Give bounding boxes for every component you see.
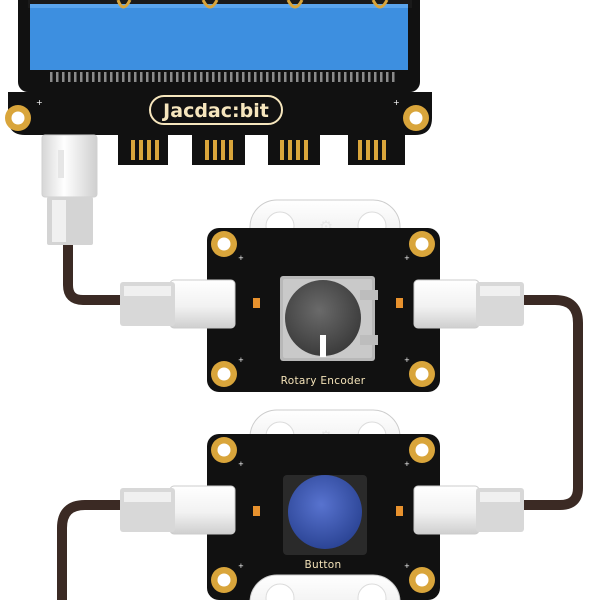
contact-pin	[248, 72, 251, 82]
module-label-rotary-encoder: Rotary Encoder	[281, 375, 366, 387]
contact-pin	[284, 72, 287, 82]
contact-pin	[332, 72, 335, 82]
svg-text:+: +	[393, 98, 400, 107]
status-led	[396, 506, 403, 516]
svg-text:+: +	[404, 254, 410, 262]
contact-pin	[338, 72, 341, 82]
contact-pin	[104, 72, 107, 82]
contact-pin	[236, 72, 239, 82]
contact-pin	[350, 72, 353, 82]
pad-group	[354, 138, 390, 160]
pad-group	[127, 138, 159, 160]
contact-pin	[308, 72, 311, 82]
contact-pin	[74, 72, 77, 82]
contact-pin	[254, 72, 257, 82]
contact-pin	[134, 72, 137, 82]
status-led	[253, 298, 260, 308]
contact-pin	[164, 72, 167, 82]
contact-pin	[380, 72, 383, 82]
cable-button-out	[57, 500, 135, 600]
contact-pin	[182, 72, 185, 82]
brand-badge	[149, 95, 283, 125]
contact-pin	[80, 72, 83, 82]
contact-pin	[98, 72, 101, 82]
button-module: ⚙ + + + + Button	[120, 409, 524, 600]
cable-encoder-to-button	[510, 295, 583, 510]
svg-text:+: +	[238, 254, 244, 262]
contact-pin	[302, 72, 305, 82]
svg-text:+: +	[238, 460, 244, 468]
display-panel	[30, 4, 408, 70]
contact-pin	[116, 72, 119, 82]
contact-pin	[356, 72, 359, 82]
pad-group	[201, 138, 237, 160]
contact-pin	[206, 72, 209, 82]
contact-pin	[188, 72, 191, 82]
status-led	[253, 506, 260, 516]
contact-pin	[326, 72, 329, 82]
contact-pin	[86, 72, 89, 82]
contact-pin	[212, 72, 215, 82]
contact-pin	[122, 72, 125, 82]
contact-pin	[146, 72, 149, 82]
contact-pin	[158, 72, 161, 82]
contact-pin	[128, 72, 131, 82]
contact-pin	[92, 72, 95, 82]
contact-pin	[176, 72, 179, 82]
contact-pin	[110, 72, 113, 82]
encoder-knob[interactable]	[285, 280, 361, 356]
left-connector	[120, 485, 236, 535]
module-label-button: Button	[305, 559, 342, 571]
svg-text:+: +	[404, 460, 410, 468]
contact-pin	[296, 72, 299, 82]
contact-pin	[278, 72, 281, 82]
cable-bit-to-encoder	[63, 235, 140, 305]
contact-pin	[218, 72, 221, 82]
pad-group	[276, 138, 312, 160]
svg-text:+: +	[404, 562, 410, 570]
contact-pins	[50, 72, 395, 82]
contact-pin	[242, 72, 245, 82]
contact-pin	[140, 72, 143, 82]
right-connector	[413, 485, 524, 535]
brand-label: Jacdac:bit	[161, 100, 269, 122]
rotary-encoder-module: ⚙ + + + + Rotary Encoder	[120, 199, 524, 392]
contact-pin	[386, 72, 389, 82]
contact-pin	[266, 72, 269, 82]
contact-pin	[230, 72, 233, 82]
contact-pin	[194, 72, 197, 82]
contact-pin	[362, 72, 365, 82]
right-connector	[413, 279, 524, 329]
svg-text:+: +	[404, 356, 410, 364]
contact-pin	[200, 72, 203, 82]
contact-pin	[68, 72, 71, 82]
contact-pin	[62, 72, 65, 82]
contact-pin	[344, 72, 347, 82]
status-led	[396, 298, 403, 308]
contact-pin	[50, 72, 53, 82]
jacdac-bit-board: + + Jacdac:bit	[5, 0, 432, 165]
contact-pin	[56, 72, 59, 82]
contact-pin	[392, 72, 395, 82]
contact-pin	[170, 72, 173, 82]
cable-connector-bit	[41, 134, 98, 245]
svg-text:+: +	[238, 562, 244, 570]
contact-pin	[260, 72, 263, 82]
contact-pin	[314, 72, 317, 82]
contact-pin	[272, 72, 275, 82]
push-button-cap[interactable]	[288, 475, 362, 549]
contact-pin	[224, 72, 227, 82]
contact-pin	[152, 72, 155, 82]
left-connector	[120, 279, 236, 329]
contact-pin	[290, 72, 293, 82]
svg-text:+: +	[238, 356, 244, 364]
contact-pin	[368, 72, 371, 82]
contact-pin	[320, 72, 323, 82]
contact-pin	[374, 72, 377, 82]
svg-text:+: +	[36, 98, 43, 107]
